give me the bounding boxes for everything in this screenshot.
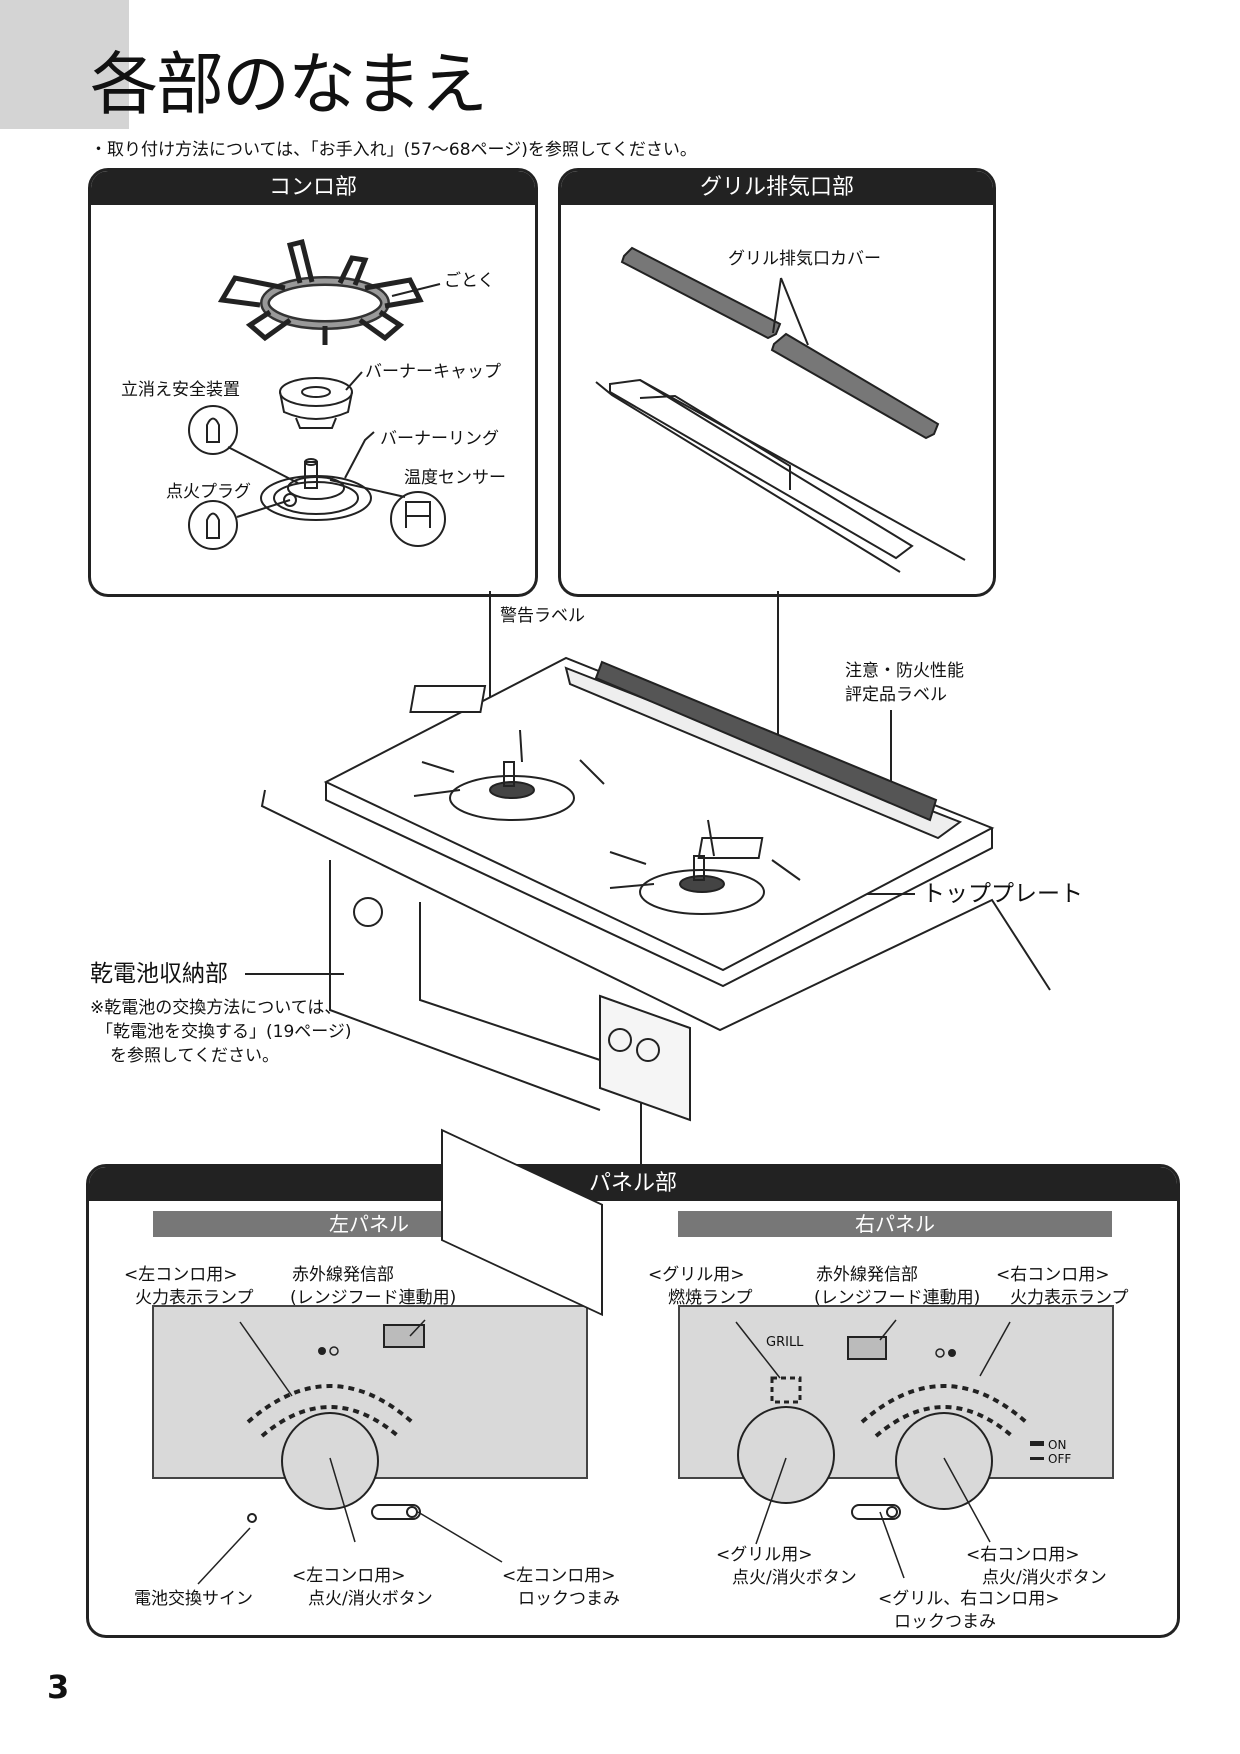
warning-label: 警告ラベル (500, 606, 585, 626)
right-panel-title: 右パネル (678, 1211, 1112, 1237)
burner-cap-label: バーナーキャップ (365, 362, 501, 382)
temp-sensor-label: 温度センサー (404, 468, 506, 488)
burner-ring-label: バーナーリング (380, 429, 499, 449)
grill-lamp-label-2: 燃焼ランプ (668, 1288, 753, 1308)
burner-ring-illustration (260, 458, 372, 521)
left-ignite-label-2: 点火/消火ボタン (308, 1589, 433, 1609)
cooktop-illustration (260, 656, 1051, 1317)
grill-cover-label: グリル排気口カバー (728, 249, 881, 269)
flame-failure-inset (188, 405, 238, 455)
flame-failure-label: 立消え安全装置 (121, 380, 240, 400)
page-number: 3 (47, 1668, 70, 1706)
right-ignite-label-2: 点火/消火ボタン (982, 1568, 1107, 1588)
left-lock-label-2: ロックつまみ (518, 1589, 620, 1609)
left-panel-drawing (246, 1324, 425, 1523)
right-panel-drawing (737, 1336, 1044, 1520)
battery-storage-label: 乾電池収納部 (90, 961, 228, 987)
left-lamp-label-2: 火力表示ランプ (135, 1288, 254, 1308)
right-ir-label-1: 赤外線発信部 (816, 1265, 918, 1285)
burner-cap-illustration (279, 377, 353, 429)
ignition-plug-inset (188, 500, 238, 550)
ignition-plug-label: 点火プラグ (166, 482, 251, 502)
on-text: ON (1048, 1438, 1067, 1452)
caution-label-1: 注意・防火性能 (845, 661, 964, 681)
right-ir-label-2: (レンジフード連動用) (814, 1288, 981, 1308)
right-lock-label-1: <グリル、右コンロ用> (878, 1589, 1060, 1609)
right-lock-label-2: ロックつまみ (894, 1612, 996, 1632)
corner-tab (0, 0, 129, 129)
konro-section: コンロ部 (88, 168, 538, 597)
left-ir-label-1: 赤外線発信部 (292, 1265, 394, 1285)
top-plate-label: トッププレート (922, 881, 1083, 907)
left-ir-label-2: (レンジフード連動用) (290, 1288, 457, 1308)
left-lamp-label-1: <左コンロ用> (124, 1265, 238, 1285)
battery-note-2: 「乾電池を交換する」(19ページ) (96, 1022, 352, 1042)
grill-ignite-label-1: <グリル用> (716, 1545, 813, 1565)
konro-header: コンロ部 (91, 171, 535, 205)
grill-ignite-label-2: 点火/消火ボタン (732, 1568, 857, 1588)
off-text: OFF (1048, 1452, 1072, 1466)
battery-sign-label: 電池交換サイン (134, 1589, 253, 1609)
temp-sensor-inset (390, 491, 446, 547)
right-lamp-label-2: 火力表示ランプ (1010, 1288, 1129, 1308)
gotoku-illustration (217, 238, 424, 345)
battery-note-1: ※乾電池の交換方法については、 (90, 998, 342, 1018)
panel-header: パネル部 (89, 1167, 1177, 1201)
caution-label-2: 評定品ラベル (845, 685, 947, 705)
intro-note: ・取り付け方法については、「お手入れ」(57〜68ページ)を参照してください。 (90, 140, 697, 160)
battery-note-3: を参照してください。 (110, 1046, 279, 1066)
left-lock-label-1: <左コンロ用> (502, 1566, 616, 1586)
page-title: 各部のなまえ (90, 46, 488, 125)
grill-text: GRILL (766, 1335, 804, 1350)
gotoku-label: ごとく (444, 271, 495, 291)
grill-cover-illustration (595, 246, 966, 573)
grill-header: グリル排気口部 (561, 171, 993, 205)
grill-lamp-label-1: <グリル用> (648, 1265, 745, 1285)
right-ignite-label-1: <右コンロ用> (966, 1545, 1080, 1565)
right-lamp-label-1: <右コンロ用> (996, 1265, 1110, 1285)
left-ignite-label-1: <左コンロ用> (292, 1566, 406, 1586)
